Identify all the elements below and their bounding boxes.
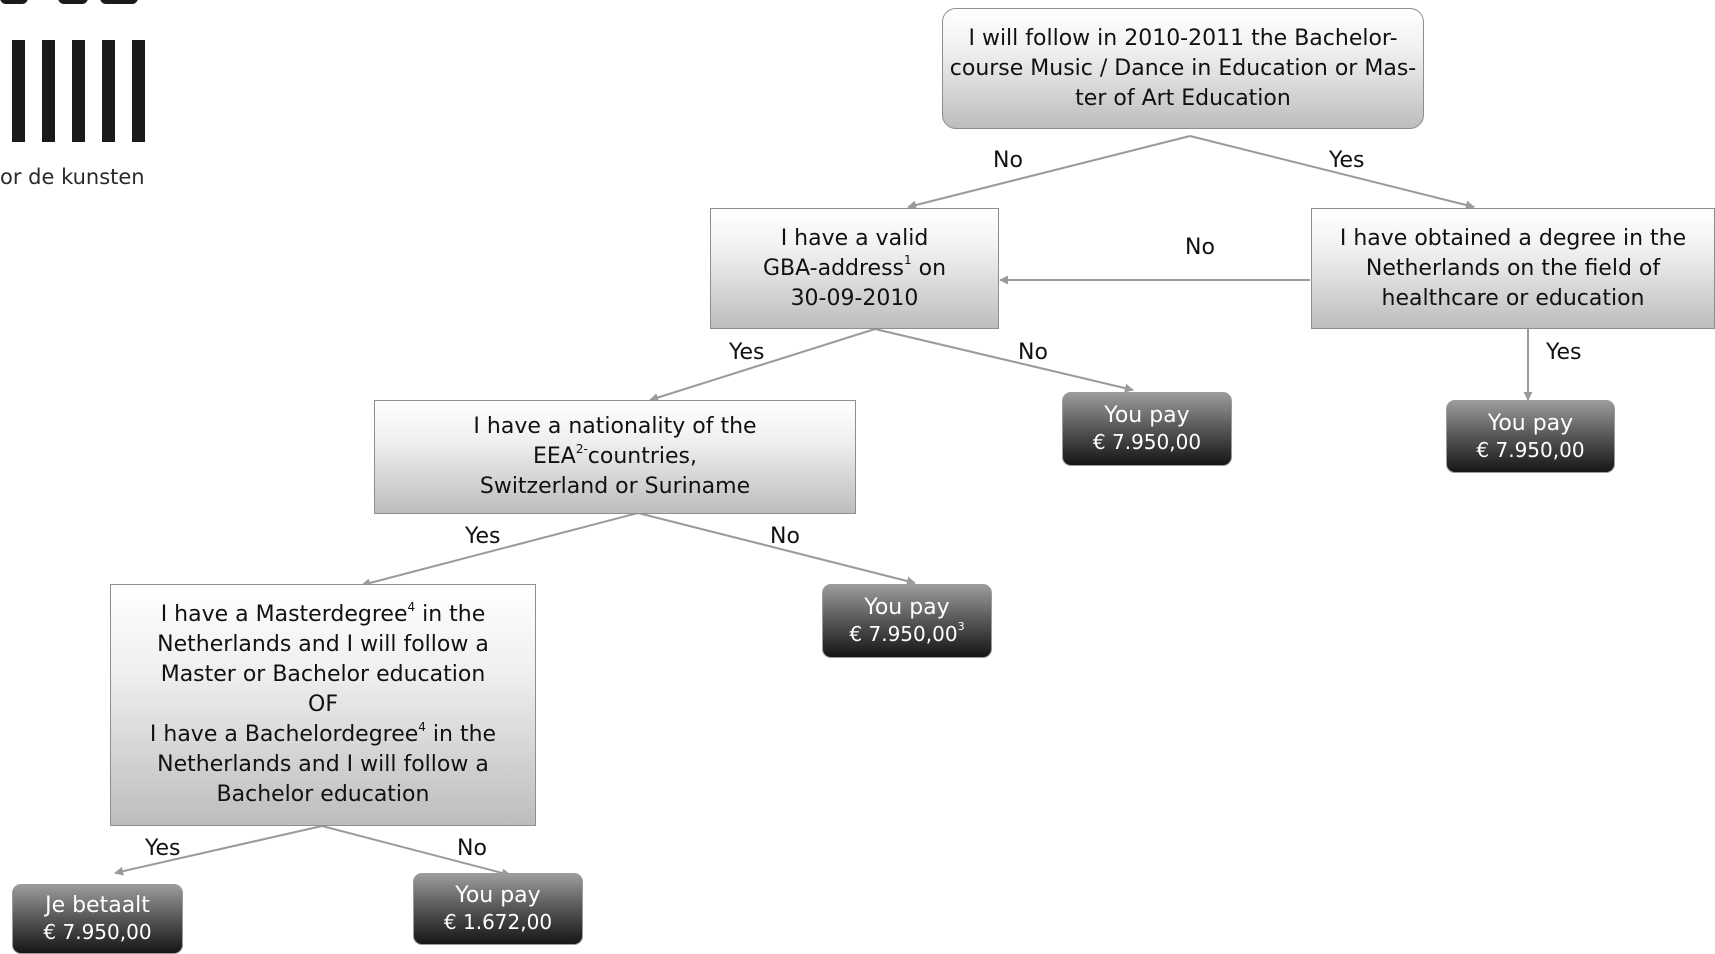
edge-gba-yes	[649, 328, 876, 402]
edge-gba-no	[874, 328, 1134, 393]
outcome-degree-yes: You pay € 7.950,00	[1446, 400, 1615, 473]
logo-top-fragment	[0, 0, 150, 6]
school-logo: or de kunsten	[0, 0, 160, 200]
outcome-label: Je betaalt	[45, 893, 150, 918]
master-line: Netherlands and I will follow a	[157, 632, 489, 657]
nationality-line: I have a nationality of the	[473, 414, 757, 439]
edge-label-nationality-yes: Yes	[465, 524, 501, 549]
outcome-label: You pay	[1487, 410, 1574, 436]
logo-bar	[132, 40, 145, 142]
master-line: I have a Bachelordegree4 in the	[149, 719, 497, 747]
outcome-amount: € 7.950,00	[43, 920, 152, 944]
master-line: Bachelor education	[216, 782, 430, 807]
master-line: I have a Masterdegree4 in the	[160, 599, 486, 627]
footnote-4: 4	[418, 719, 426, 734]
edge-nationality-yes	[361, 512, 639, 588]
logo-tagline: or de kunsten	[0, 165, 145, 189]
edge-start-yes	[1189, 135, 1475, 210]
edge-master-no	[321, 825, 511, 878]
outcome-label: You pay	[1104, 403, 1190, 428]
nationality-box: I have a nationality of the EEA2-countri…	[374, 400, 856, 514]
outcome-gba-no: You pay € 7.950,00	[1062, 392, 1232, 466]
edge-label-gba-no: No	[1018, 340, 1048, 365]
edge-label-degree-no: No	[1185, 235, 1215, 260]
edge-label-start-yes: Yes	[1329, 148, 1365, 173]
degree-netherlands-box: I have obtained a degree in the Netherla…	[1311, 208, 1715, 329]
outcome-amount: € 7.950,00	[1476, 437, 1585, 462]
master-bachelor-box: I have a Masterdegree4 in the Netherland…	[110, 584, 536, 826]
edge-label-master-no: No	[457, 836, 487, 861]
outcome-master-yes: Je betaalt € 7.950,00	[12, 884, 183, 954]
degree-line: I have obtained a degree in the	[1339, 225, 1687, 251]
edge-label-nationality-no: No	[770, 524, 800, 549]
footnote-3: 3	[957, 620, 965, 634]
master-line: Netherlands and I will follow a	[157, 752, 489, 777]
edge-label-master-yes: Yes	[145, 836, 181, 861]
outcome-label: You pay	[455, 883, 541, 908]
gba-line: 30-09-2010	[790, 285, 919, 311]
edge-label-start-no: No	[993, 148, 1023, 173]
degree-line: Netherlands on the field of	[1365, 255, 1661, 281]
logo-bar	[102, 40, 115, 142]
outcome-master-no: You pay € 1.672,00	[413, 873, 583, 945]
outcome-amount: € 7.950,00	[1092, 430, 1202, 454]
footnote-2: 2-	[575, 441, 588, 456]
edge-start-no	[907, 135, 1191, 210]
edge-master-yes	[114, 825, 323, 876]
edge-label-gba-yes: Yes	[729, 340, 765, 365]
degree-line: healthcare or education	[1381, 285, 1645, 311]
outcome-label: You pay	[864, 595, 950, 620]
outcome-amount: € 1.672,00	[443, 910, 553, 934]
logo-bar	[42, 40, 55, 142]
logo-bar	[72, 40, 85, 142]
edge-nationality-no	[637, 512, 916, 586]
master-line: Master or Bachelor education	[160, 662, 486, 687]
gba-address-box: I have a valid GBA-address1 on 30-09-201…	[710, 208, 999, 329]
outcome-nationality-no: You pay € 7.950,003	[822, 584, 992, 658]
edge-label-degree-yes: Yes	[1546, 340, 1582, 365]
or-separator: OF	[308, 692, 338, 717]
start-question-line: course Music / Dance in Education or Mas…	[949, 55, 1417, 81]
gba-line: GBA-address1 on	[762, 253, 947, 281]
nationality-line: Switzerland or Suriname	[479, 474, 751, 499]
logo-bar	[12, 40, 25, 142]
nationality-line: EEA2-countries,	[532, 441, 698, 469]
start-question-box: I will follow in 2010-2011 the Bachelor-…	[942, 8, 1424, 129]
footnote-4: 4	[407, 599, 416, 614]
footnote-1: 1	[904, 253, 912, 268]
gba-line: I have a valid	[780, 225, 929, 251]
start-question-line: I will follow in 2010-2011 the Bachelor-	[968, 25, 1398, 51]
start-question-line: ter of Art Education	[1075, 85, 1291, 111]
outcome-amount: € 7.950,003	[849, 620, 965, 646]
